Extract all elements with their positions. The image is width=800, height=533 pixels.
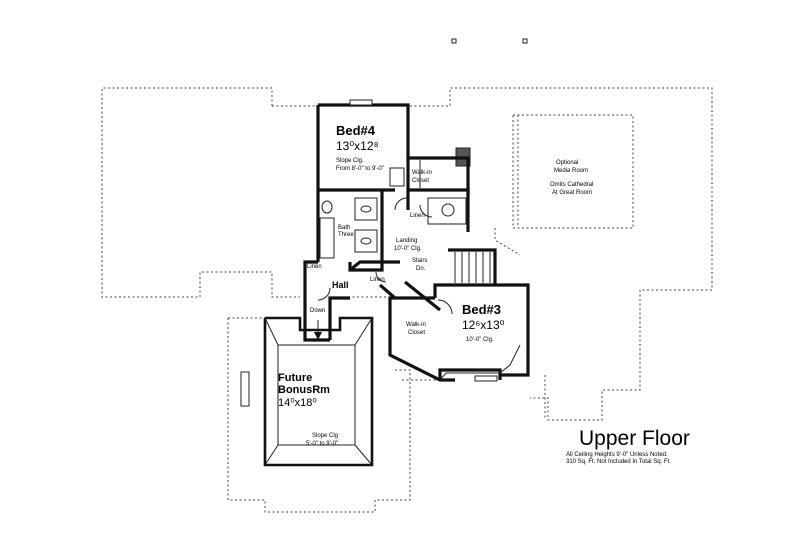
linen-mid-label: Linen bbox=[370, 277, 385, 283]
walls bbox=[303, 103, 530, 382]
media-line3: Omits Cathedral bbox=[550, 182, 594, 188]
bed3-size: 12⁶x13⁰ bbox=[462, 318, 505, 332]
stairs-line1: Stairs bbox=[412, 258, 428, 264]
media-room-outline bbox=[512, 114, 634, 229]
landing-line2: 10'-0" Clg. bbox=[394, 246, 422, 252]
bed4-note1: Slope Clg. bbox=[336, 158, 364, 164]
media-room-edge bbox=[494, 228, 521, 256]
bonus-room-outline bbox=[240, 316, 374, 467]
bed4-note2: From 8'-0" to 9'-0" bbox=[336, 166, 384, 172]
bed4-name: Bed#4 bbox=[336, 123, 376, 138]
landing-line1: Landing bbox=[396, 238, 418, 244]
bath-line1: Bath bbox=[338, 225, 351, 231]
walkin-bed3-line2: Closet bbox=[408, 330, 426, 336]
bonus-note1: Slope Clg bbox=[312, 433, 339, 439]
media-line2: Media Room bbox=[554, 168, 589, 174]
walkin-top-line2: Closet bbox=[412, 178, 430, 184]
linen-left-label: Linen bbox=[307, 264, 322, 270]
top-markers bbox=[451, 38, 528, 44]
down-label: Down bbox=[310, 308, 326, 314]
floor-title: Upper Floor bbox=[579, 427, 690, 450]
ceiling-note: All Ceiling Heights 9'-0" Unless Noted. bbox=[566, 452, 668, 458]
bonus-size: 14⁰x18⁰ bbox=[278, 397, 317, 409]
walkin-bed3-line1: Walk-in bbox=[406, 322, 426, 328]
bed3-note: 10'-0" Clg. bbox=[466, 337, 494, 343]
bonus-name2: BonusRm bbox=[278, 384, 330, 396]
media-line4: At Great Room bbox=[552, 190, 593, 196]
bed3-name: Bed#3 bbox=[462, 302, 502, 317]
bonus-name1: Future bbox=[278, 372, 313, 384]
sqft-note: 310 Sq. Ft. Not Included In Total Sq. Ft… bbox=[566, 459, 671, 465]
media-line1: Optional bbox=[556, 160, 579, 166]
stairs-line2: Dn. bbox=[416, 266, 426, 272]
bed4-size: 13⁰x12⁸ bbox=[336, 139, 379, 153]
bath-line2: Three bbox=[338, 232, 354, 238]
stair-treads bbox=[454, 252, 491, 283]
linen-top-label: Linen bbox=[410, 213, 425, 219]
walkin-top-line1: Walk-in bbox=[412, 170, 432, 176]
bonus-note2: 5'-0" to 9'-0" bbox=[306, 441, 339, 447]
hall-label: Hall bbox=[332, 280, 349, 290]
fixtures bbox=[314, 99, 521, 382]
